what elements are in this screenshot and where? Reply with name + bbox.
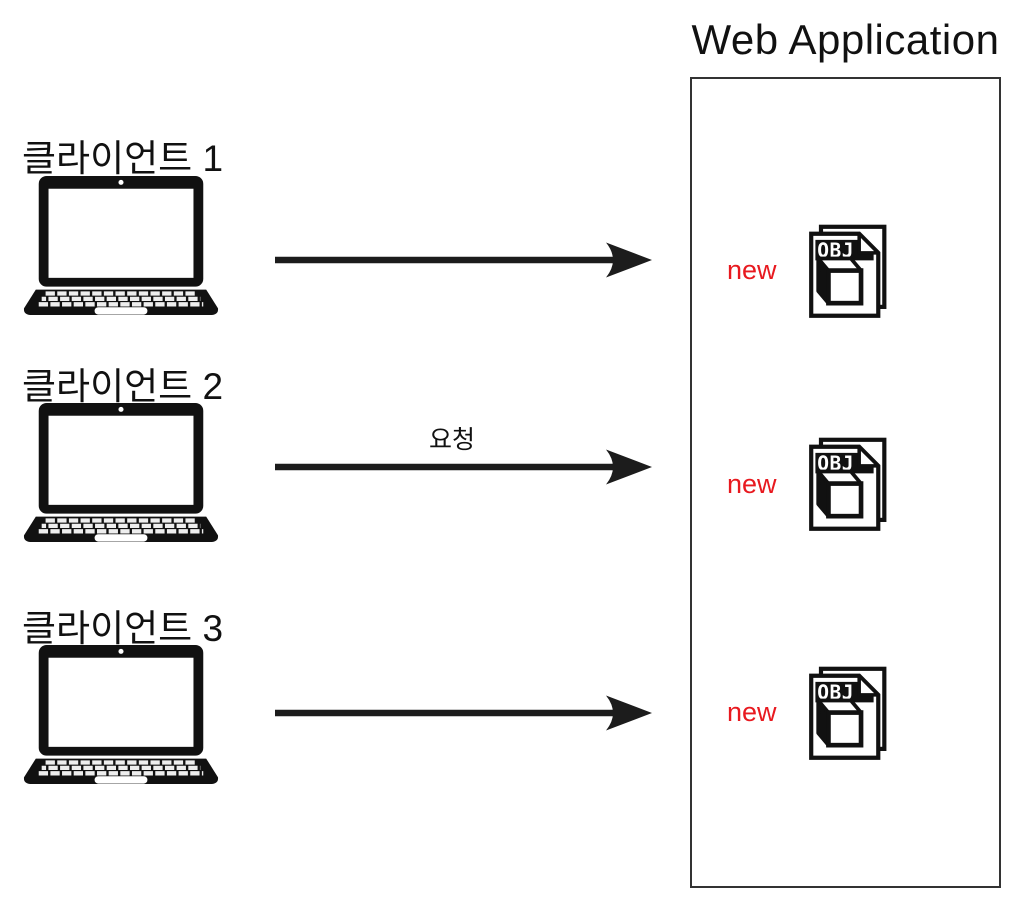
obj-file-icon: OBJ — [809, 666, 887, 760]
request-arrow-icon — [275, 449, 652, 485]
client-1-label: 클라이언트 1 — [22, 138, 224, 179]
status-new-label: new — [727, 697, 777, 727]
obj-file-icon: OBJ — [809, 224, 887, 318]
request-arrow-icon — [275, 242, 652, 278]
obj-file-label: OBJ — [817, 239, 854, 262]
status-new-label: new — [727, 469, 777, 499]
laptop-icon — [23, 176, 219, 316]
obj-file-icon: OBJ — [809, 437, 887, 531]
page-title: Web Application — [691, 16, 1000, 63]
obj-file-label: OBJ — [817, 452, 854, 475]
client-3-label: 클라이언트 3 — [22, 608, 224, 649]
client-2-label: 클라이언트 2 — [22, 366, 224, 407]
status-new-label: new — [727, 255, 777, 285]
laptop-icon — [23, 403, 219, 543]
laptop-icon — [23, 645, 219, 785]
obj-file-label: OBJ — [817, 681, 854, 704]
request-label: 요청 — [428, 426, 475, 454]
request-arrow-icon — [275, 695, 652, 731]
